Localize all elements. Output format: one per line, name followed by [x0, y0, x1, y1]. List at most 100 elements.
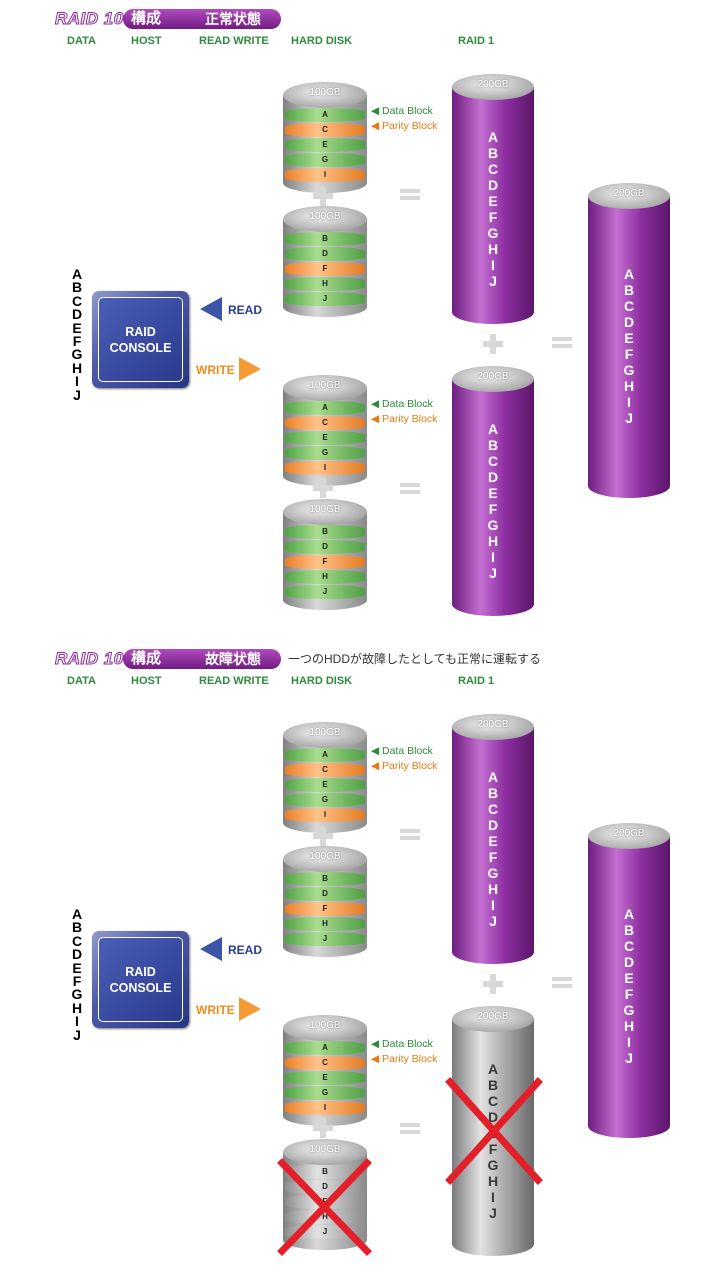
- disk-capacity: 100GB: [309, 211, 341, 222]
- raid1-letter: I: [491, 1189, 495, 1205]
- disk-capacity: 100GB: [309, 504, 341, 515]
- raid1-letter: E: [488, 485, 498, 501]
- raid1-letter: I: [491, 897, 495, 913]
- raid1-letter: G: [487, 1157, 499, 1173]
- plus-icon: [313, 478, 333, 498]
- cylinder-capacity: 200GB: [477, 1011, 509, 1022]
- disk-block: J: [285, 932, 365, 946]
- raid10-letter: F: [624, 986, 634, 1002]
- disk-block: E: [285, 431, 365, 445]
- raid-console-label: RAID: [125, 964, 156, 979]
- header-read-write: READ WRITE: [199, 35, 269, 47]
- disk-capacity: 100GB: [309, 380, 341, 391]
- plus-icon: [483, 974, 503, 994]
- raid10-letter: H: [623, 378, 635, 394]
- title-state: 故障状態: [205, 651, 261, 667]
- title-state: 正常状態: [205, 11, 261, 27]
- raid1-cylinder-cap: 200GB: [452, 366, 534, 392]
- data-letter: B: [71, 919, 83, 936]
- raid1-cylinder-body: [452, 727, 534, 964]
- raid1-letter: J: [489, 1205, 497, 1221]
- cylinder-capacity: 200GB: [477, 371, 509, 382]
- raid10-letter: G: [623, 1002, 635, 1018]
- disk-block: H: [285, 1210, 365, 1224]
- disk-block: E: [285, 778, 365, 792]
- equals-icon: [552, 977, 572, 988]
- raid1-letter: C: [487, 801, 499, 817]
- read-label: READ: [228, 943, 263, 957]
- raid1-letter: F: [488, 849, 498, 865]
- plus-icon: [313, 1118, 333, 1138]
- disk-block: H: [285, 570, 365, 584]
- raid1-letter: J: [489, 565, 497, 581]
- header-hard-disk: HARD DISK: [291, 35, 353, 47]
- data-letter: G: [71, 986, 83, 1003]
- raid1-letter: H: [487, 1173, 499, 1189]
- raid10-cylinder-cap: 200GB: [588, 823, 670, 849]
- disk-block: I: [285, 1101, 365, 1115]
- disk-block: D: [285, 540, 365, 554]
- legend-data-block: ◀ Data Block: [371, 745, 433, 757]
- raid1-letter: C: [487, 453, 499, 469]
- data-letter: I: [75, 1013, 79, 1030]
- raid1-letter: F: [488, 209, 498, 225]
- failed-disk-x-icon: [277, 1158, 372, 1256]
- raid-console-label: CONSOLE: [109, 980, 172, 995]
- raid1-cylinder-cap: 200GB: [452, 1006, 534, 1032]
- title-pill: [123, 9, 281, 29]
- raid1-letter: D: [487, 817, 499, 833]
- disk-block: A: [285, 1041, 365, 1055]
- disk-block: F: [285, 262, 365, 276]
- disk-block: H: [285, 277, 365, 291]
- raid1-letter: C: [487, 1093, 499, 1109]
- raid10-cylinder-cap: 200GB: [588, 183, 670, 209]
- disk-block: D: [285, 887, 365, 901]
- raid10-letter: F: [624, 346, 634, 362]
- raid10-letter: J: [625, 410, 633, 426]
- disk-block: C: [285, 416, 365, 430]
- data-letter: E: [72, 959, 82, 976]
- disk-block: A: [285, 108, 365, 122]
- raid10-letter: C: [623, 298, 635, 314]
- raid10-letter: A: [623, 266, 635, 282]
- data-letter: F: [72, 973, 82, 990]
- data-letter: J: [73, 386, 81, 403]
- raid1-letter: I: [491, 257, 495, 273]
- raid10-letter: E: [624, 330, 634, 346]
- disk-block: C: [285, 123, 365, 137]
- raid1-letter: F: [488, 501, 498, 517]
- raid1-letter: G: [487, 865, 499, 881]
- disk-block: C: [285, 1056, 365, 1070]
- raid10-letter: D: [623, 954, 635, 970]
- raid1-letter: A: [487, 769, 499, 785]
- raid1-letter: B: [487, 145, 499, 161]
- read-arrow-icon: [200, 297, 222, 321]
- raid10-cylinder-body: [588, 196, 670, 498]
- header-host: HOST: [131, 675, 162, 687]
- data-letter: B: [71, 279, 83, 296]
- raid1-letter: C: [487, 161, 499, 177]
- disk-capacity: 100GB: [309, 1144, 341, 1155]
- disk-capacity: 100GB: [309, 1020, 341, 1031]
- hard-disk-cap: 100GB: [283, 375, 367, 401]
- raid1-letter: H: [487, 241, 499, 257]
- raid1-letter: A: [487, 421, 499, 437]
- plus-icon: [313, 826, 333, 846]
- legend-parity-block: ◀ Parity Block: [371, 120, 438, 132]
- write-label: WRITE: [196, 1003, 235, 1017]
- raid10-letter: B: [623, 922, 635, 938]
- hard-disk-cap: 100GB: [283, 1139, 367, 1165]
